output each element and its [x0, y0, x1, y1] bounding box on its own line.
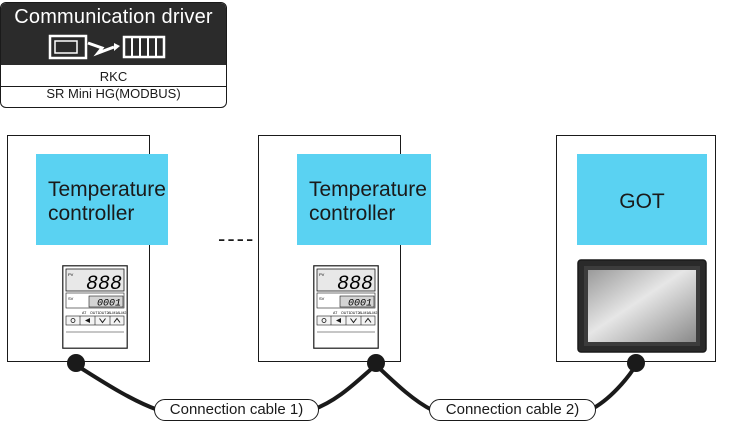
- status-out1: OUT1: [341, 311, 351, 315]
- got-label-box: GOT: [577, 154, 707, 245]
- device-label-line2: controller: [309, 202, 396, 225]
- status-alm2: ALM2: [117, 311, 126, 315]
- device-label-line1: Temperature: [48, 178, 166, 201]
- status-at: AT: [82, 311, 87, 315]
- temperature-controller-1: Temperature controller PV 888 SV 0001 AT…: [7, 135, 168, 362]
- more-devices-ellipsis: ----: [218, 226, 256, 251]
- device-label-box: Temperature controller: [36, 154, 168, 245]
- got-touch-panel-icon: [577, 259, 707, 353]
- pv-tag: PV: [68, 272, 74, 277]
- device-label-box: Temperature controller: [297, 154, 431, 245]
- driver-separator: [1, 86, 226, 87]
- pv-value: 888: [86, 273, 122, 296]
- sv-value: 0001: [348, 299, 372, 310]
- connection-cable-1-label: Connection cable 1): [154, 399, 319, 421]
- status-out1: OUT1: [90, 311, 100, 315]
- sv-tag: SV: [319, 296, 325, 301]
- temperature-controller-2: Temperature controller PV 888 SV 0001 AT…: [258, 135, 431, 362]
- device-label: Temperature controller: [48, 178, 166, 226]
- status-alm1: ALM1: [359, 311, 368, 315]
- status-alm2: ALM2: [368, 311, 377, 315]
- cable-connector-dot-1: [67, 354, 85, 372]
- pv-tag: PV: [319, 272, 325, 277]
- sv-tag: SV: [68, 296, 74, 301]
- got-device: GOT: [556, 135, 716, 362]
- connection-cable-2-label: Connection cable 2): [429, 399, 596, 421]
- got-label: GOT: [619, 190, 665, 213]
- pc-to-controller-link-icon: [48, 34, 166, 60]
- cable-connector-dot-3: [627, 354, 645, 372]
- status-labels: AT OUT1 OUT2 ALM1 ALM2: [82, 311, 126, 315]
- status-at: AT: [333, 311, 338, 315]
- status-out2: OUT2: [99, 311, 109, 315]
- device-label: Temperature controller: [309, 178, 427, 226]
- pv-value: 888: [337, 273, 373, 296]
- temperature-controller-icon: PV 888 SV 0001 AT OUT1 OUT2 ALM1 ALM2: [62, 265, 128, 349]
- device-label-line2: controller: [48, 202, 135, 225]
- status-labels: AT OUT1 OUT2 ALM1 ALM2: [333, 311, 377, 315]
- status-out2: OUT2: [350, 311, 360, 315]
- cable-connector-dot-2: [367, 354, 385, 372]
- driver-badge-header: [1, 3, 226, 65]
- driver-maker: RKC: [99, 69, 128, 84]
- communication-driver-badge: Communication driver RKC SR Mini HG(MODB…: [0, 2, 227, 108]
- status-alm1: ALM1: [108, 311, 117, 315]
- temperature-controller-icon: PV 888 SV 0001 AT OUT1 OUT2 ALM1 ALM2: [313, 265, 379, 349]
- sv-value: 0001: [97, 299, 121, 310]
- driver-model: SR Mini HG(MODBUS): [46, 86, 181, 101]
- device-label-line1: Temperature: [309, 178, 427, 201]
- driver-title: Communication driver: [14, 6, 213, 28]
